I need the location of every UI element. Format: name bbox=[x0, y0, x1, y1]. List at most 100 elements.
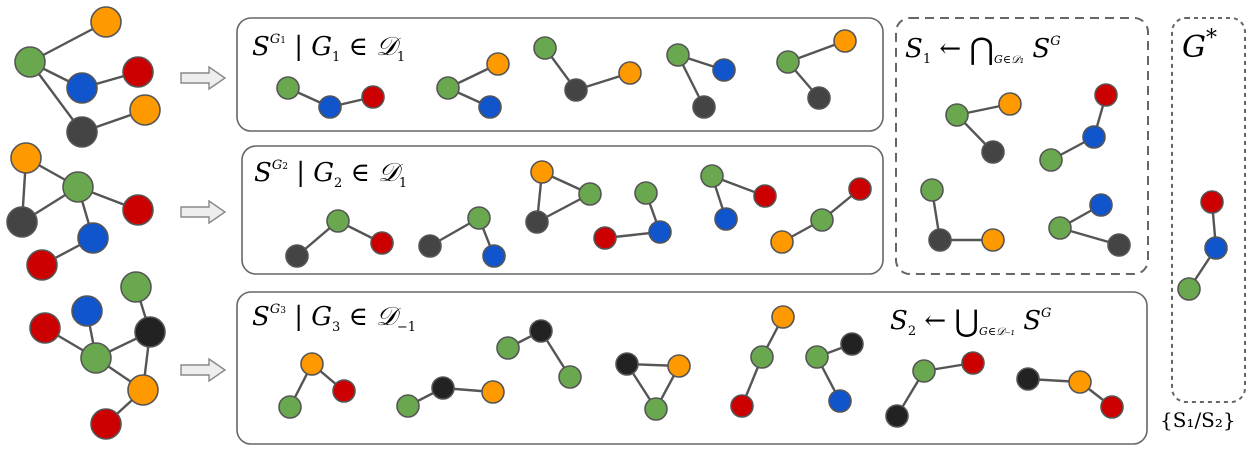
gstar-graph-node-green bbox=[1177, 277, 1201, 301]
sub-g3-b-node-orange bbox=[481, 380, 505, 404]
sub-g3-h-node-orange bbox=[1068, 370, 1092, 394]
s1-d-node-gray bbox=[1107, 233, 1131, 257]
graph-g3-node-orange bbox=[127, 374, 159, 406]
sub-g1-c-node-green bbox=[533, 36, 557, 60]
sub-g3-b-node-black bbox=[431, 376, 455, 400]
sub-g2-a-node-red bbox=[370, 231, 394, 255]
box-subgraphs-g3 bbox=[236, 291, 1148, 445]
graph-g2-node-gray bbox=[6, 206, 38, 238]
sub-g3-e-node-orange bbox=[771, 305, 795, 329]
gstar-graph-node-red bbox=[1200, 190, 1224, 214]
sub-g2-b-node-gray bbox=[418, 234, 442, 258]
graph-g3-node-red bbox=[90, 408, 122, 440]
label-subgraph-g3: SG3 | G3 ∈ 𝒟−1 bbox=[252, 302, 416, 335]
sub-g2-d-node-red bbox=[593, 226, 617, 250]
sub-g3-g-node-black bbox=[885, 404, 909, 428]
graph-g1-node-gray bbox=[66, 116, 98, 148]
sub-g2-b-node-blue bbox=[482, 244, 506, 268]
sub-g2-c-node-orange bbox=[530, 160, 554, 184]
box-subgraphs-g2 bbox=[241, 145, 884, 275]
sub-g2-e-node-green bbox=[700, 164, 724, 188]
sub-g1-e-node-green bbox=[776, 50, 800, 74]
arrow-g2 bbox=[180, 199, 227, 225]
sub-g2-c-node-green bbox=[578, 182, 602, 206]
label-subgraph-g2: SG2 | G2 ∈ 𝒟1 bbox=[254, 158, 408, 191]
sub-g2-e-node-blue bbox=[714, 207, 738, 231]
arrow-g3 bbox=[180, 357, 227, 383]
sub-g3-a-node-orange bbox=[300, 352, 324, 376]
sub-g3-e-node-green bbox=[750, 345, 774, 369]
graph-g1-node-red bbox=[122, 56, 154, 88]
sub-g3-c-node-green bbox=[496, 336, 520, 360]
sub-g3-c-node-black bbox=[529, 319, 553, 343]
label-gstar: G* bbox=[1182, 26, 1217, 65]
sub-g3-d-node-orange bbox=[667, 354, 691, 378]
sub-g1-e-node-gray bbox=[807, 86, 831, 110]
sub-g1-b-node-orange bbox=[486, 52, 510, 76]
arrow-g1 bbox=[180, 65, 227, 91]
graph-g2-node-green bbox=[62, 171, 94, 203]
sub-g3-c-node-green bbox=[558, 365, 582, 389]
label-subgraph-g1: SG1 | G1 ∈ 𝒟1 bbox=[252, 32, 406, 65]
sub-g1-a-node-red bbox=[361, 85, 385, 109]
sub-g3-f-node-blue bbox=[828, 389, 852, 413]
sub-g1-c-node-orange bbox=[618, 61, 642, 85]
sub-g2-c-node-gray bbox=[525, 210, 549, 234]
graph-g3-node-black bbox=[134, 316, 166, 348]
graph-g3-node-blue bbox=[71, 295, 103, 327]
label-s2-union: S2 ← ⋃G∈𝒟₋₁ SG bbox=[890, 304, 1052, 339]
sub-g2-a-node-gray bbox=[285, 244, 309, 268]
graph-g3-node-green bbox=[120, 271, 152, 303]
graph-g1-node-green bbox=[14, 46, 46, 78]
s1-c-node-green bbox=[920, 178, 944, 202]
sub-g1-e-node-orange bbox=[833, 29, 857, 53]
sub-g1-c-node-gray bbox=[564, 78, 588, 102]
sub-g2-d-node-green bbox=[634, 181, 658, 205]
label-caption-s1-over-s2: {S₁/S₂} bbox=[1160, 408, 1236, 432]
s1-b-node-red bbox=[1094, 83, 1118, 107]
graph-g2-node-red bbox=[122, 194, 154, 226]
box-subgraphs-g1 bbox=[236, 17, 884, 132]
s1-a-node-gray bbox=[981, 140, 1005, 164]
sub-g1-d-node-green bbox=[666, 43, 690, 67]
sub-g2-f-node-red bbox=[848, 177, 872, 201]
sub-g2-d-node-blue bbox=[648, 220, 672, 244]
graph-g3-node-red bbox=[29, 312, 61, 344]
s1-a-node-orange bbox=[998, 92, 1022, 116]
sub-g3-g-node-red bbox=[961, 351, 985, 375]
sub-g3-f-node-black bbox=[840, 332, 864, 356]
box-s1-intersection bbox=[895, 17, 1149, 275]
s1-c-node-orange bbox=[981, 228, 1005, 252]
sub-g3-h-node-red bbox=[1100, 395, 1124, 419]
sub-g3-d-node-black bbox=[615, 352, 639, 376]
sub-g3-f-node-green bbox=[805, 345, 829, 369]
s1-b-node-green bbox=[1039, 148, 1063, 172]
sub-g2-e-node-red bbox=[753, 184, 777, 208]
sub-g3-e-node-red bbox=[730, 394, 754, 418]
sub-g1-a-node-green bbox=[276, 76, 300, 100]
s1-d-node-green bbox=[1048, 216, 1072, 240]
sub-g1-b-node-green bbox=[436, 76, 460, 100]
sub-g1-b-node-blue bbox=[478, 95, 502, 119]
graph-g2-node-blue bbox=[77, 222, 109, 254]
gstar-graph-node-blue bbox=[1204, 236, 1228, 260]
sub-g3-d-node-green bbox=[644, 397, 668, 421]
sub-g3-a-node-green bbox=[278, 395, 302, 419]
sub-g3-g-node-green bbox=[912, 359, 936, 383]
sub-g2-f-node-green bbox=[810, 208, 834, 232]
graph-g1-node-orange bbox=[90, 6, 122, 38]
sub-g3-h-node-black bbox=[1016, 367, 1040, 391]
sub-g1-d-node-gray bbox=[692, 95, 716, 119]
label-s1-intersection: S1 ← ⋂G∈𝒟₁ SG bbox=[905, 32, 1061, 67]
graph-g2-node-red bbox=[26, 249, 58, 281]
s1-a-node-green bbox=[945, 103, 969, 127]
sub-g3-a-node-red bbox=[332, 379, 356, 403]
sub-g2-f-node-orange bbox=[770, 230, 794, 254]
sub-g2-a-node-green bbox=[326, 209, 350, 233]
s1-d-node-blue bbox=[1089, 193, 1113, 217]
sub-g1-a-node-blue bbox=[318, 95, 342, 119]
s1-b-node-blue bbox=[1082, 125, 1106, 149]
s1-c-node-gray bbox=[928, 228, 952, 252]
graph-g2-node-orange bbox=[10, 142, 42, 174]
